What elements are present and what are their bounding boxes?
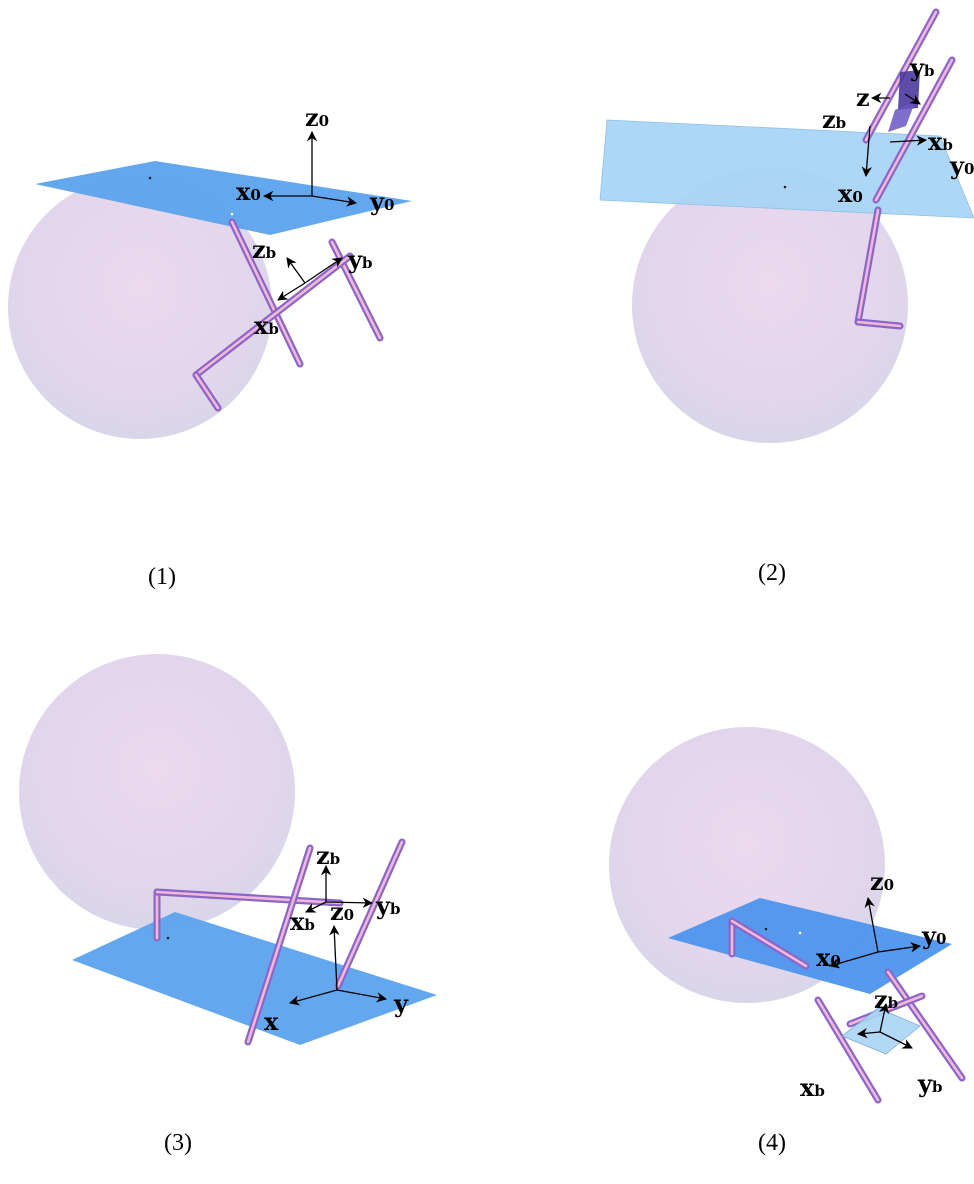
label-z0: z0 [330, 897, 354, 926]
zb-axis [878, 1002, 890, 1033]
caption-4: (4) [758, 1130, 786, 1156]
contact-point [764, 927, 768, 931]
y0-axis [311, 195, 358, 207]
yb-axis [325, 897, 374, 908]
label-yb: yb [917, 1069, 942, 1098]
panel-3: zb z0 xb yb x y (3) [19, 654, 437, 1156]
caption-2: (2) [758, 560, 786, 586]
contact-point [783, 185, 787, 189]
panel-2: zb x0 xb y0 yb z (2) [599, 8, 974, 586]
z0-axis [864, 896, 879, 953]
label-x0: x0 [838, 179, 863, 208]
label-y0: y0 [949, 151, 974, 180]
body-plate [888, 102, 915, 132]
contact-point [798, 931, 802, 935]
tangent-plane [35, 161, 412, 235]
label-y0: y0 [369, 187, 394, 216]
contact-point [166, 936, 170, 940]
label-zb: zb [822, 105, 846, 134]
panel-1: z0 x0 y0 zb yb xb (1) [8, 103, 412, 590]
label-xb: xb [928, 127, 953, 156]
tangent-plane [72, 912, 437, 1045]
xb-axis [856, 1027, 881, 1039]
label-zb: zb [316, 841, 340, 870]
label-x0: x0 [816, 943, 841, 972]
label-z: z [856, 83, 870, 112]
label-y: y [393, 989, 409, 1018]
zb-axis [286, 257, 306, 284]
contact-point [148, 176, 152, 180]
z0-axis [329, 924, 340, 991]
mechanism-rods [153, 838, 406, 1046]
xb-axis [277, 282, 306, 301]
panel-4: z0 y0 x0 zb xb yb (4) [609, 727, 966, 1156]
zb-axis [861, 125, 872, 178]
label-yb: yb [347, 245, 372, 274]
label-yb: yb [375, 891, 400, 920]
label-xb: xb [800, 1073, 825, 1102]
xb-axis [889, 135, 928, 146]
xb-axis [305, 901, 327, 913]
sphere [632, 167, 908, 443]
yb-axis [904, 93, 921, 105]
mechanism-rods [192, 218, 384, 412]
sphere [8, 175, 272, 439]
label-xb: xb [254, 311, 279, 340]
label-zb: zb [874, 985, 898, 1014]
yb-axis [879, 1031, 913, 1049]
label-xb: xb [290, 907, 315, 936]
yb-axis [304, 257, 343, 284]
mechanism-rods [728, 917, 966, 1104]
y0-axis [877, 942, 922, 953]
sphere [19, 654, 295, 930]
caption-3: (3) [164, 1130, 192, 1156]
label-z0: z0 [305, 103, 329, 132]
tangent-plane [599, 119, 974, 219]
y-axis [336, 989, 388, 1003]
body-plate [841, 1007, 921, 1055]
label-y0: y0 [921, 921, 946, 950]
x-axis [288, 989, 338, 1006]
caption-1: (1) [148, 564, 176, 590]
label-x0: x0 [236, 177, 261, 206]
label-yb: yb [909, 53, 934, 82]
label-x: x [264, 1007, 279, 1036]
label-zb: zb [252, 235, 276, 264]
label-z0: z0 [870, 867, 894, 896]
contact-point [230, 212, 234, 216]
x0-axis [829, 951, 879, 969]
